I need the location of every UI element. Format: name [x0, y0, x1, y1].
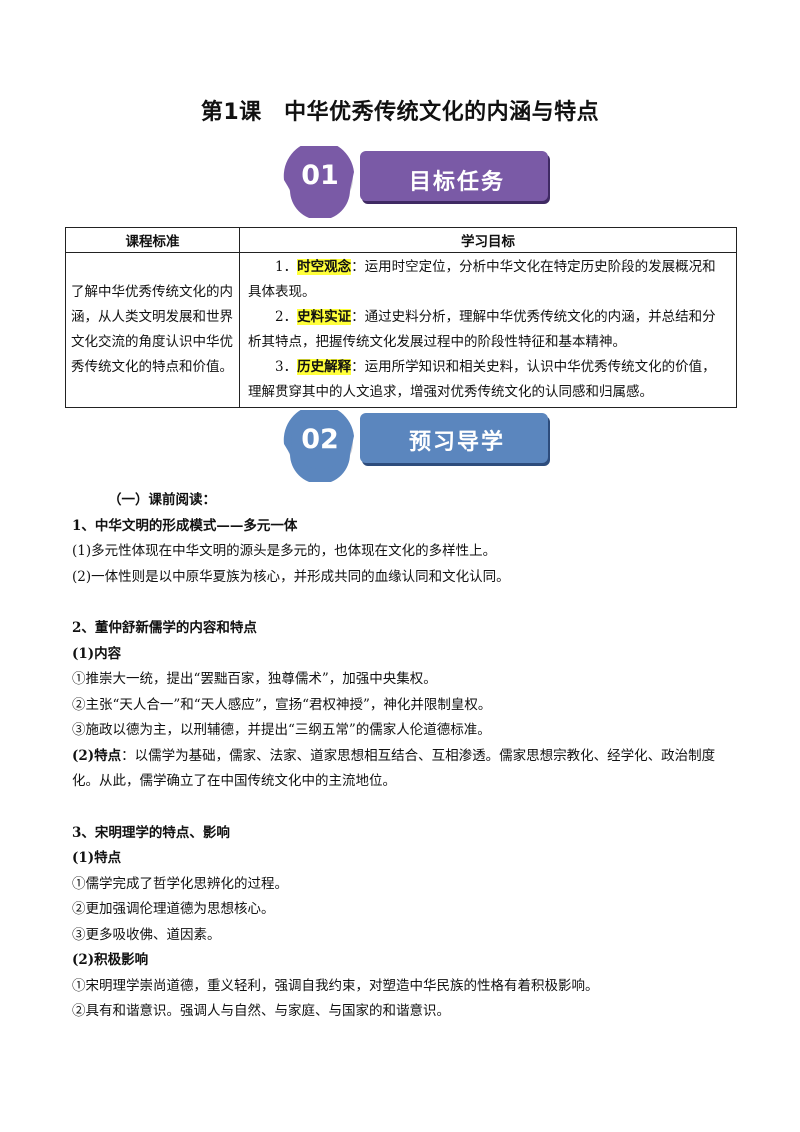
objective-text: ：运用时空定位，分析中华文化在特定历史阶段的发展概况和具体表现。 — [248, 259, 716, 300]
section-title: 3、宋明理学的特点、影响 — [72, 824, 230, 841]
list-item: ①宋明理学崇尚道德，重义轻利，强调自我约束，对塑造中华民族的性格有着积极影响。 — [72, 977, 599, 994]
subsection-title: (2)积极影响 — [72, 952, 149, 968]
subsection-title: (1)内容 — [72, 645, 122, 662]
banner-shape — [283, 146, 550, 218]
objective-item: 1．时空观念：运用时空定位，分析中华文化在特定历史阶段的发展概况和具体表现。 — [248, 255, 728, 305]
objective-keyword: 史料实证 — [297, 309, 352, 325]
header-objectives: 学习目标 — [239, 227, 737, 253]
list-item: ③更多吸收佛、道因素。 — [72, 926, 221, 943]
banner-label: 预习导学 — [408, 430, 505, 455]
objective-text: ：通过史料分析，理解中华优秀传统文化的内涵，并总结和分析其特点，把握传统文化发展… — [248, 309, 716, 350]
page-title: 第1课 中华优秀传统文化的内涵与特点 — [200, 100, 600, 125]
list-item: ①儒学完成了哲学化思辨化的过程。 — [72, 875, 288, 892]
list-item: ②具有和谐意识。强调人与自然、与家庭、与国家的和谐意识。 — [72, 1003, 450, 1019]
objective-item: 3．历史解释：运用所学知识和相关史料，认识中华优秀传统文化的价值，理解贯穿其中的… — [248, 355, 728, 405]
banner-shape — [283, 410, 550, 482]
objectives-cell: 1．时空观念：运用时空定位，分析中华文化在特定历史阶段的发展概况和具体表现。 2… — [239, 252, 737, 408]
paragraph: (2)特点：以儒学为基础，儒家、法家、道家思想相互结合、互相渗透。儒家思想宗教化… — [72, 744, 740, 795]
objective-keyword: 时空观念 — [297, 259, 352, 275]
list-item: ②更加强调伦理道德为思想核心。 — [72, 901, 275, 917]
preview-content: （一）课前阅读： 1、中华文明的形成模式——多元一体 (1)多元性体现在中华文明… — [72, 488, 740, 1025]
feature-text: ：以儒学为基础，儒家、法家、道家思想相互结合、互相渗透。儒家思想宗教化、经学化、… — [72, 747, 716, 790]
objective-number: 3． — [275, 359, 298, 375]
objective-text: ：运用所学知识和相关史料，认识中华优秀传统文化的价值，理解贯穿其中的人文追求，增… — [248, 359, 716, 400]
section-banner-preview: 02 预习导学 — [270, 410, 570, 482]
section-title: 1、中华文明的形成模式——多元一体 — [72, 517, 298, 534]
objective-keyword: 历史解释 — [297, 359, 352, 375]
table-row: 了解中华优秀传统文化的内涵，从人类文明发展和世界文化交流的角度认识中华优秀传统文… — [65, 252, 737, 408]
header-standard: 课程标准 — [65, 227, 240, 253]
table-header-row: 课程标准 学习目标 — [65, 227, 737, 253]
goals-table: 课程标准 学习目标 了解中华优秀传统文化的内涵，从人类文明发展和世界文化交流的角… — [65, 227, 737, 408]
objective-number: 1． — [275, 259, 298, 275]
subsection-title: (1)特点 — [72, 850, 122, 866]
banner-number: 01 — [301, 160, 339, 191]
paragraph: (1)多元性体现在中华文明的源头是多元的，也体现在文化的多样性上。 — [72, 543, 497, 559]
banner-label: 目标任务 — [408, 170, 505, 195]
objective-item: 2．史料实证：通过史料分析，理解中华优秀传统文化的内涵，并总结和分析其特点，把握… — [248, 305, 728, 355]
section-title: 2、董仲舒新儒学的内容和特点 — [72, 620, 257, 636]
banner-number: 02 — [301, 424, 339, 455]
objective-number: 2． — [275, 309, 298, 325]
list-item: ③施政以德为主，以刑辅德，并提出“三纲五常”的儒家人伦道德标准。 — [72, 722, 491, 738]
list-item: ②主张“天人合一”和“天人感应”，宣扬“君权神授”，神化并限制皇权。 — [72, 696, 492, 713]
reading-heading: （一）课前阅读： — [108, 492, 216, 508]
section-banner-goals: 01 目标任务 — [270, 146, 570, 218]
subsection-title: (2)特点 — [72, 747, 122, 764]
paragraph: (2)一体性则是以中原华夏族为核心，并形成共同的血缘认同和文化认同。 — [72, 568, 510, 585]
list-item: ①推崇大一统，提出“罢黜百家，独尊儒术”，加强中央集权。 — [72, 671, 437, 687]
standard-cell: 了解中华优秀传统文化的内涵，从人类文明发展和世界文化交流的角度认识中华优秀传统文… — [65, 252, 240, 408]
